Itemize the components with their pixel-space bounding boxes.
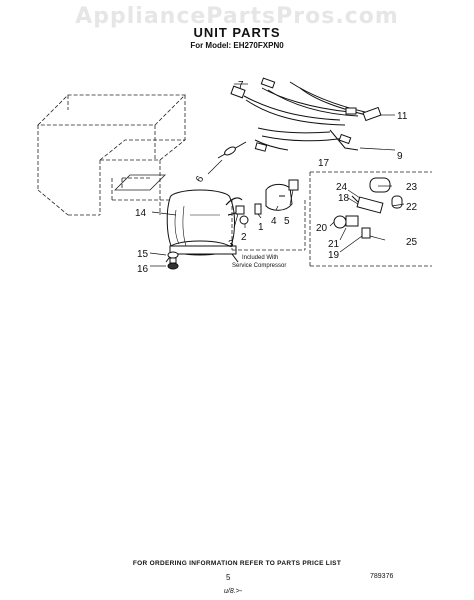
part-label-1: 1 — [258, 222, 264, 233]
part-label-18: 18 — [338, 193, 350, 204]
part-label-25: 25 — [406, 237, 418, 248]
part-label-20: 20 — [316, 223, 328, 234]
part-label-3: 3 — [228, 239, 234, 250]
part-label-6: 6 — [194, 174, 207, 185]
start-components — [333, 177, 403, 239]
document-number: 789376 — [370, 573, 394, 580]
handwritten-stamp: u/8.>- — [224, 588, 243, 595]
part-label-15: 15 — [137, 249, 149, 260]
part-label-11: 11 — [397, 111, 408, 122]
cabinet-inner-frame — [114, 174, 166, 191]
part-label-19: 19 — [328, 250, 340, 261]
compressor — [165, 189, 243, 263]
part-label-17: 17 — [318, 158, 330, 169]
part-label-7: 7 — [238, 80, 244, 91]
included-with-note: Included With — [242, 255, 278, 261]
part-label-9: 9 — [397, 151, 403, 162]
wire-harness — [230, 77, 382, 152]
part-label-5: 5 — [284, 216, 290, 227]
page-title: UNIT PARTS — [193, 25, 281, 40]
start-components-box — [309, 171, 432, 267]
part-label-21: 21 — [328, 239, 340, 250]
leader-lines — [149, 83, 405, 267]
ordering-info-footer: FOR ORDERING INFORMATION REFER TO PARTS … — [132, 560, 342, 567]
part-label-16: 16 — [137, 264, 149, 275]
service-compressor-note: Service Compressor — [232, 263, 286, 269]
compressor-electrical-parts — [235, 179, 299, 225]
part-label-24: 24 — [336, 182, 348, 193]
watermark: AppliancePartsPros.com — [75, 4, 399, 29]
part-label-4: 4 — [271, 216, 277, 227]
part-label-22: 22 — [406, 202, 418, 213]
cabinet-outline — [37, 94, 187, 216]
part-label-23: 23 — [406, 182, 418, 193]
included-with-bracket — [231, 200, 306, 251]
thermostat-probe — [217, 141, 247, 159]
part-label-14: 14 — [135, 208, 147, 219]
part-label-2: 2 — [241, 232, 247, 243]
page-number: 5 — [226, 573, 231, 582]
mounting-grommet — [167, 251, 179, 270]
model-subtitle: For Model: EH270FXPN0 — [190, 41, 284, 50]
